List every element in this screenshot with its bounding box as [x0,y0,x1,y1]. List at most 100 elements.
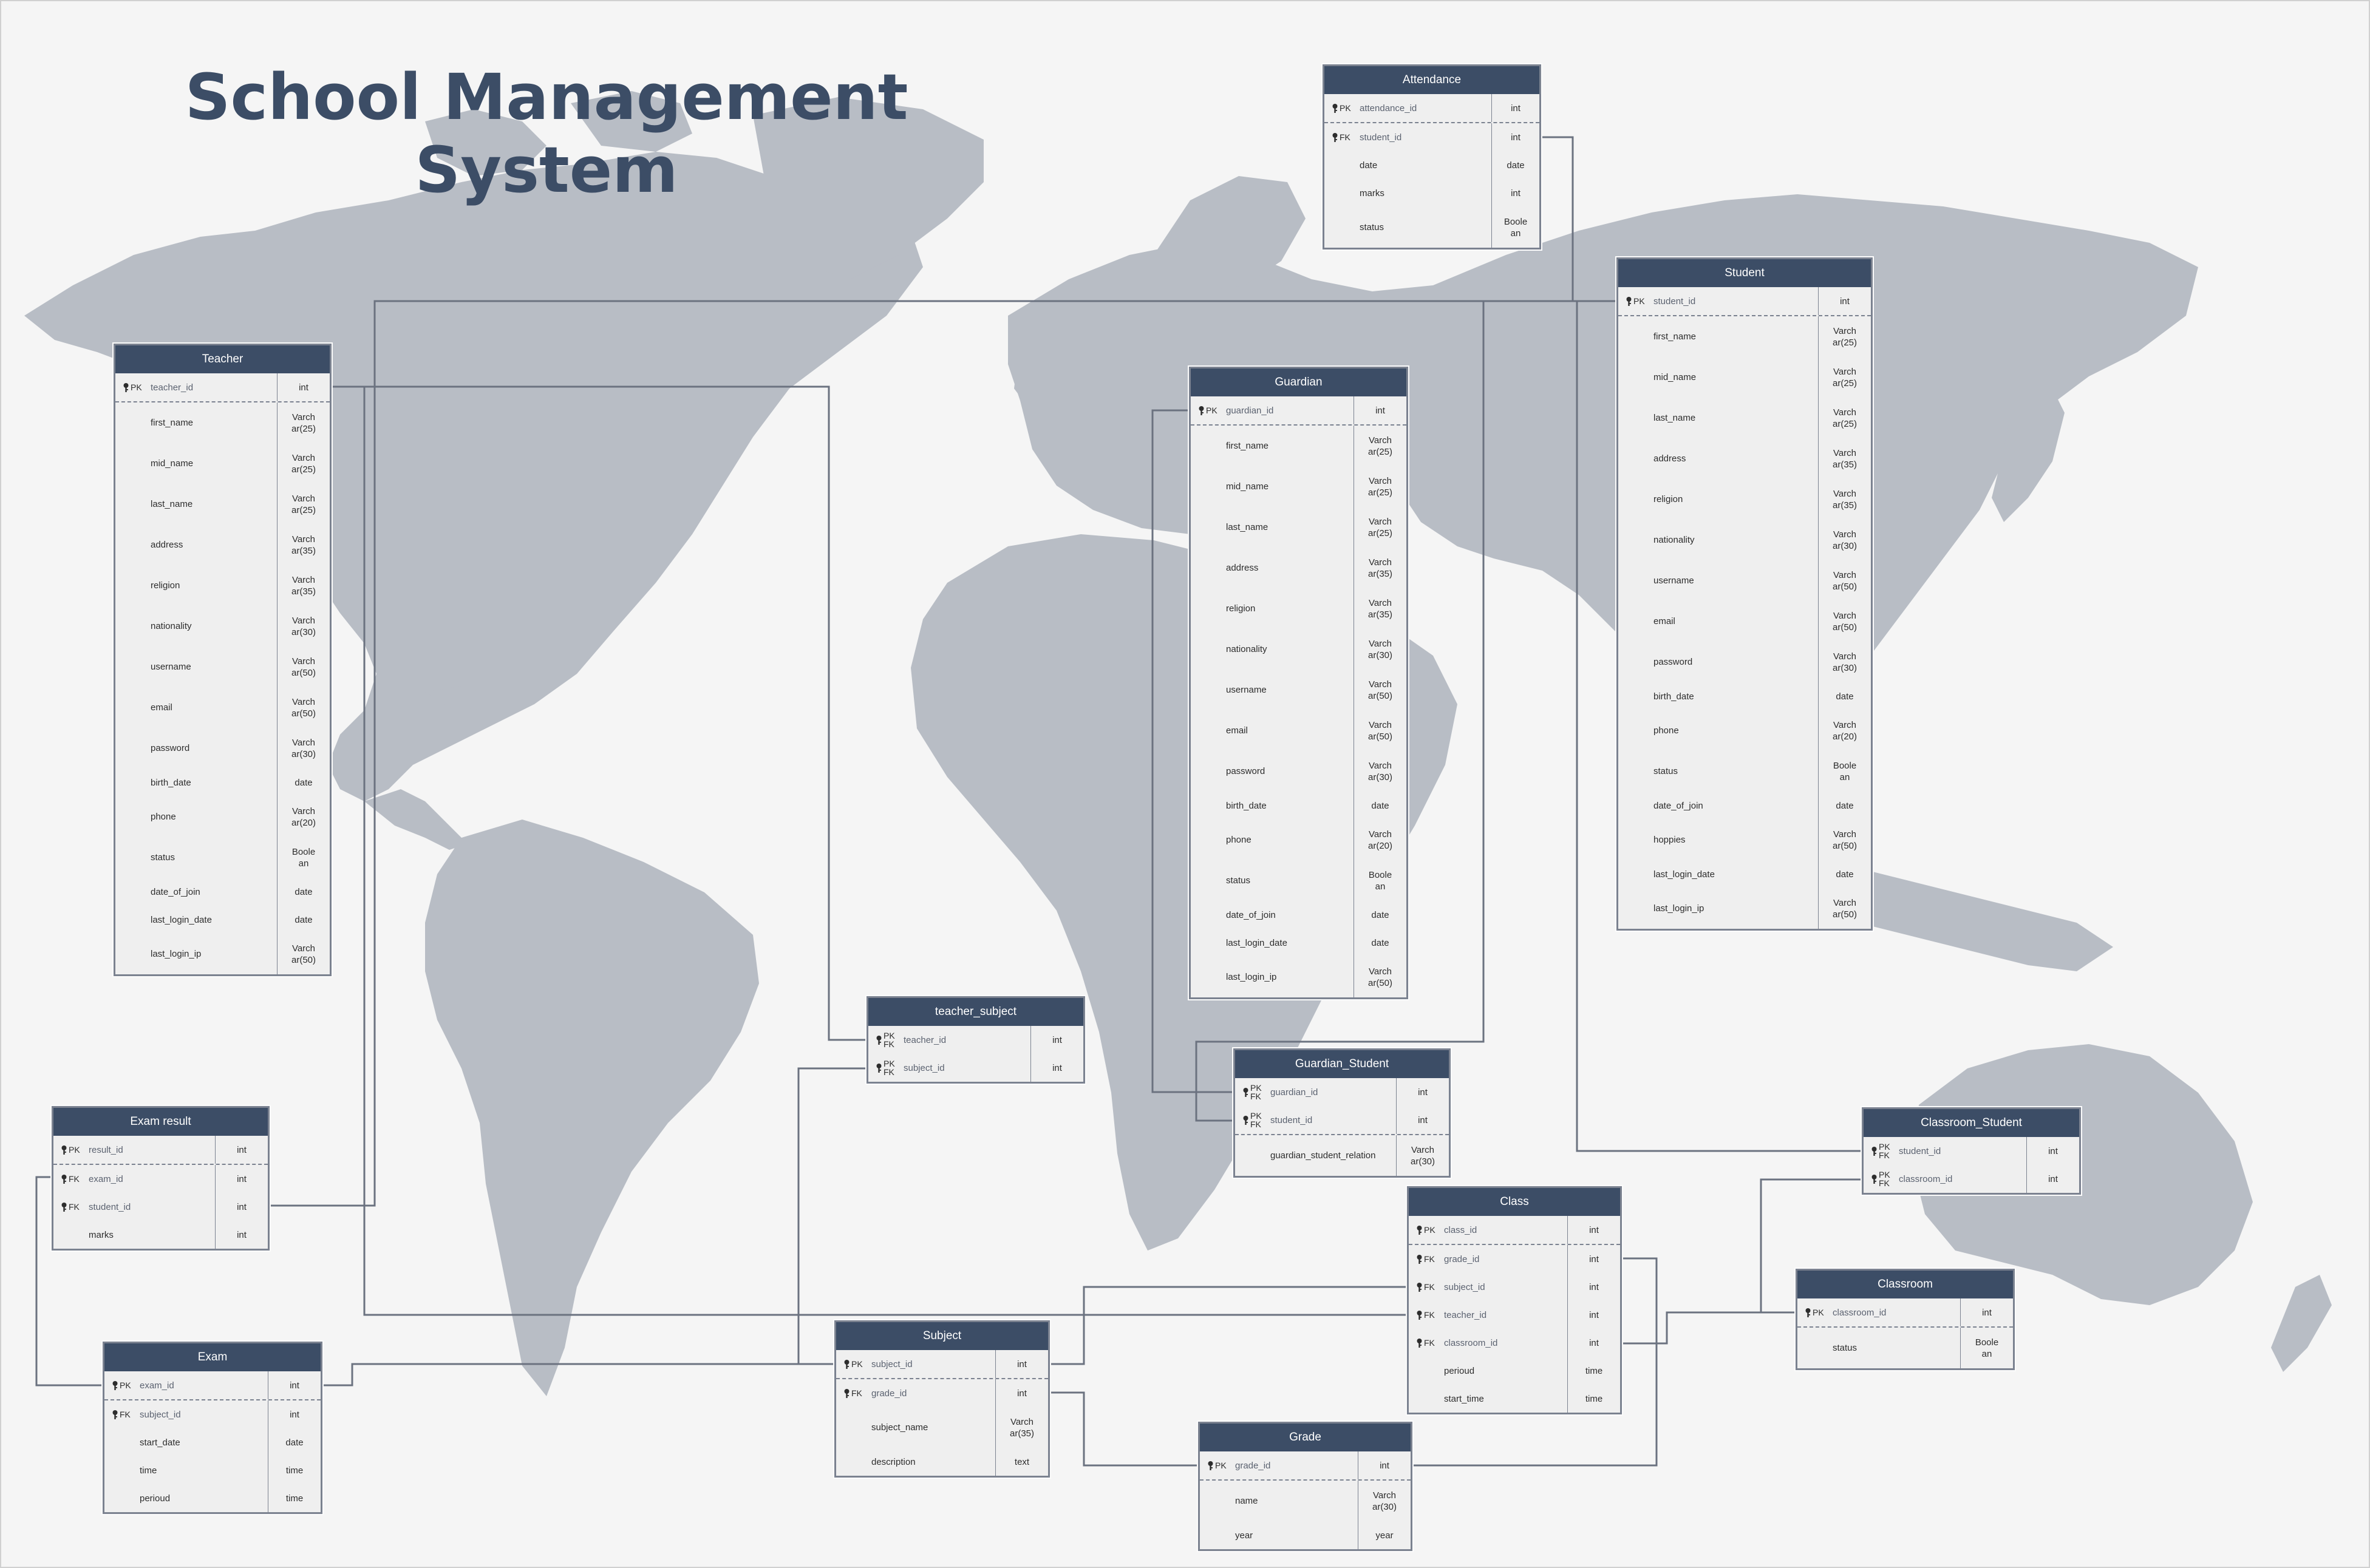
entity-header[interactable]: Teacher [115,345,330,373]
entity-header[interactable]: Student [1618,259,1871,287]
entity-header[interactable]: Class [1409,1188,1620,1216]
entity-header[interactable]: Subject [836,1322,1048,1350]
entity-header[interactable]: Classroom [1797,1271,2013,1298]
entity-header[interactable]: Exam result [53,1108,268,1136]
entity-header[interactable]: Guardian_Student [1235,1050,1449,1078]
entity-header[interactable]: Grade [1200,1424,1411,1451]
entity-header[interactable]: Classroom_Student [1864,1109,2079,1137]
entity-header[interactable]: Guardian [1191,368,1406,396]
entity-header[interactable]: teacher_subject [868,998,1083,1026]
